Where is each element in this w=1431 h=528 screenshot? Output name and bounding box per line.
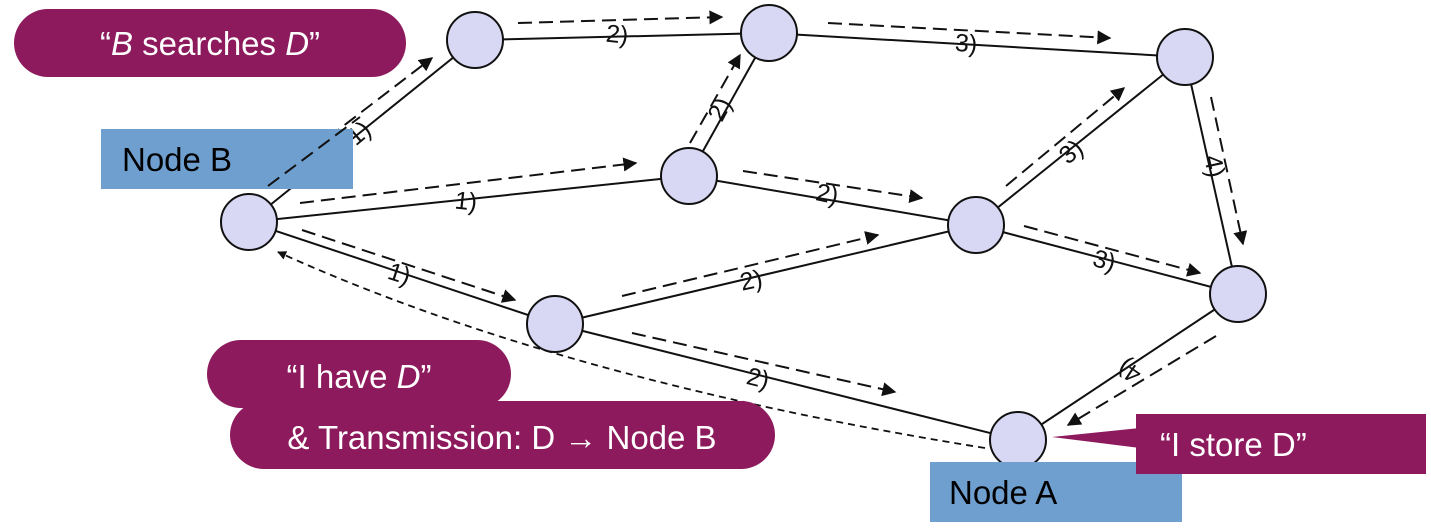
msg-step1-up-over: [267, 116, 361, 187]
msg-step2-top: [517, 10, 724, 25]
step-label: 3): [954, 29, 978, 58]
edge-n1-n2: [474, 32, 770, 41]
network-node: [947, 196, 1005, 254]
step-label: 4): [1198, 152, 1230, 180]
edge-n6-n5: [975, 56, 1186, 226]
msg-step1-down: [301, 229, 517, 303]
network-node: [740, 4, 798, 62]
store-bubble: [1136, 414, 1426, 474]
network-node: [1156, 28, 1214, 86]
edge-n4-n6: [554, 224, 977, 325]
edge-n6-n7: [975, 224, 1239, 295]
node-b-circle: [220, 193, 278, 251]
reply-path: [277, 251, 986, 449]
network-node: [1209, 265, 1267, 323]
edge-b-n1: [248, 39, 476, 223]
node-b-label-box: [101, 129, 353, 189]
store-callout: “I store D”: [1052, 414, 1426, 474]
edge-b-n3: [248, 175, 690, 223]
msg-step2-down: [631, 332, 897, 397]
edge-n5-n7: [1184, 56, 1239, 295]
msg-step4-right: [1210, 96, 1248, 246]
step-label: 2): [605, 20, 630, 50]
edge-n7-a: [1017, 293, 1239, 441]
network-node: [446, 11, 504, 69]
search-callout-text: “B searches D”: [100, 25, 320, 62]
node-b-label: Node B: [101, 129, 353, 189]
msg-step4-low: [1066, 335, 1217, 426]
msg-step2-vert: [689, 53, 741, 144]
have-bubble: [207, 340, 511, 408]
edge-n4-a: [554, 323, 1019, 441]
transmission-text: & Transmission: D → Node B: [287, 419, 716, 456]
step-labels: 1) 1) 1) 2) 2) 2) 2) 2) 3) 3) 3) 4) 4): [342, 20, 1231, 395]
msg-step2-mid: [742, 170, 924, 204]
store-callout-pointer: [1052, 428, 1140, 448]
have-callout: “I have D” & Transmission: D → Node B: [207, 340, 775, 469]
edge-n2-n5: [768, 32, 1186, 58]
node-a-label-text: Node A: [949, 474, 1057, 511]
node-a-circle: [989, 411, 1047, 469]
step-label: 2): [744, 362, 772, 395]
node-b-label-text: Node B: [122, 141, 232, 178]
search-callout: “B searches D”: [14, 9, 406, 77]
edge-b-n4: [248, 221, 556, 325]
msg-step2-up: [621, 231, 880, 297]
step-label: 3): [1090, 244, 1119, 277]
store-callout-text: “I store D”: [1160, 426, 1307, 463]
network-node: [526, 295, 584, 353]
network-edges: [248, 32, 1239, 441]
msg-step3-diag: [1005, 87, 1126, 187]
have-callout-text: “I have D”: [287, 358, 432, 395]
network-nodes: [220, 4, 1267, 469]
transmission-bubble: [230, 401, 775, 469]
msg-step3-low: [1023, 225, 1202, 277]
step-label: 2): [737, 265, 765, 297]
msg-step3-top: [827, 22, 1112, 45]
step-label: 2): [813, 178, 841, 210]
step-label: 1): [453, 186, 478, 216]
msg-step1-mid: [299, 157, 638, 204]
edge-n3-n6: [688, 175, 977, 226]
step-label: 1): [384, 257, 414, 291]
search-bubble: [14, 9, 406, 77]
network-node: [660, 147, 718, 205]
